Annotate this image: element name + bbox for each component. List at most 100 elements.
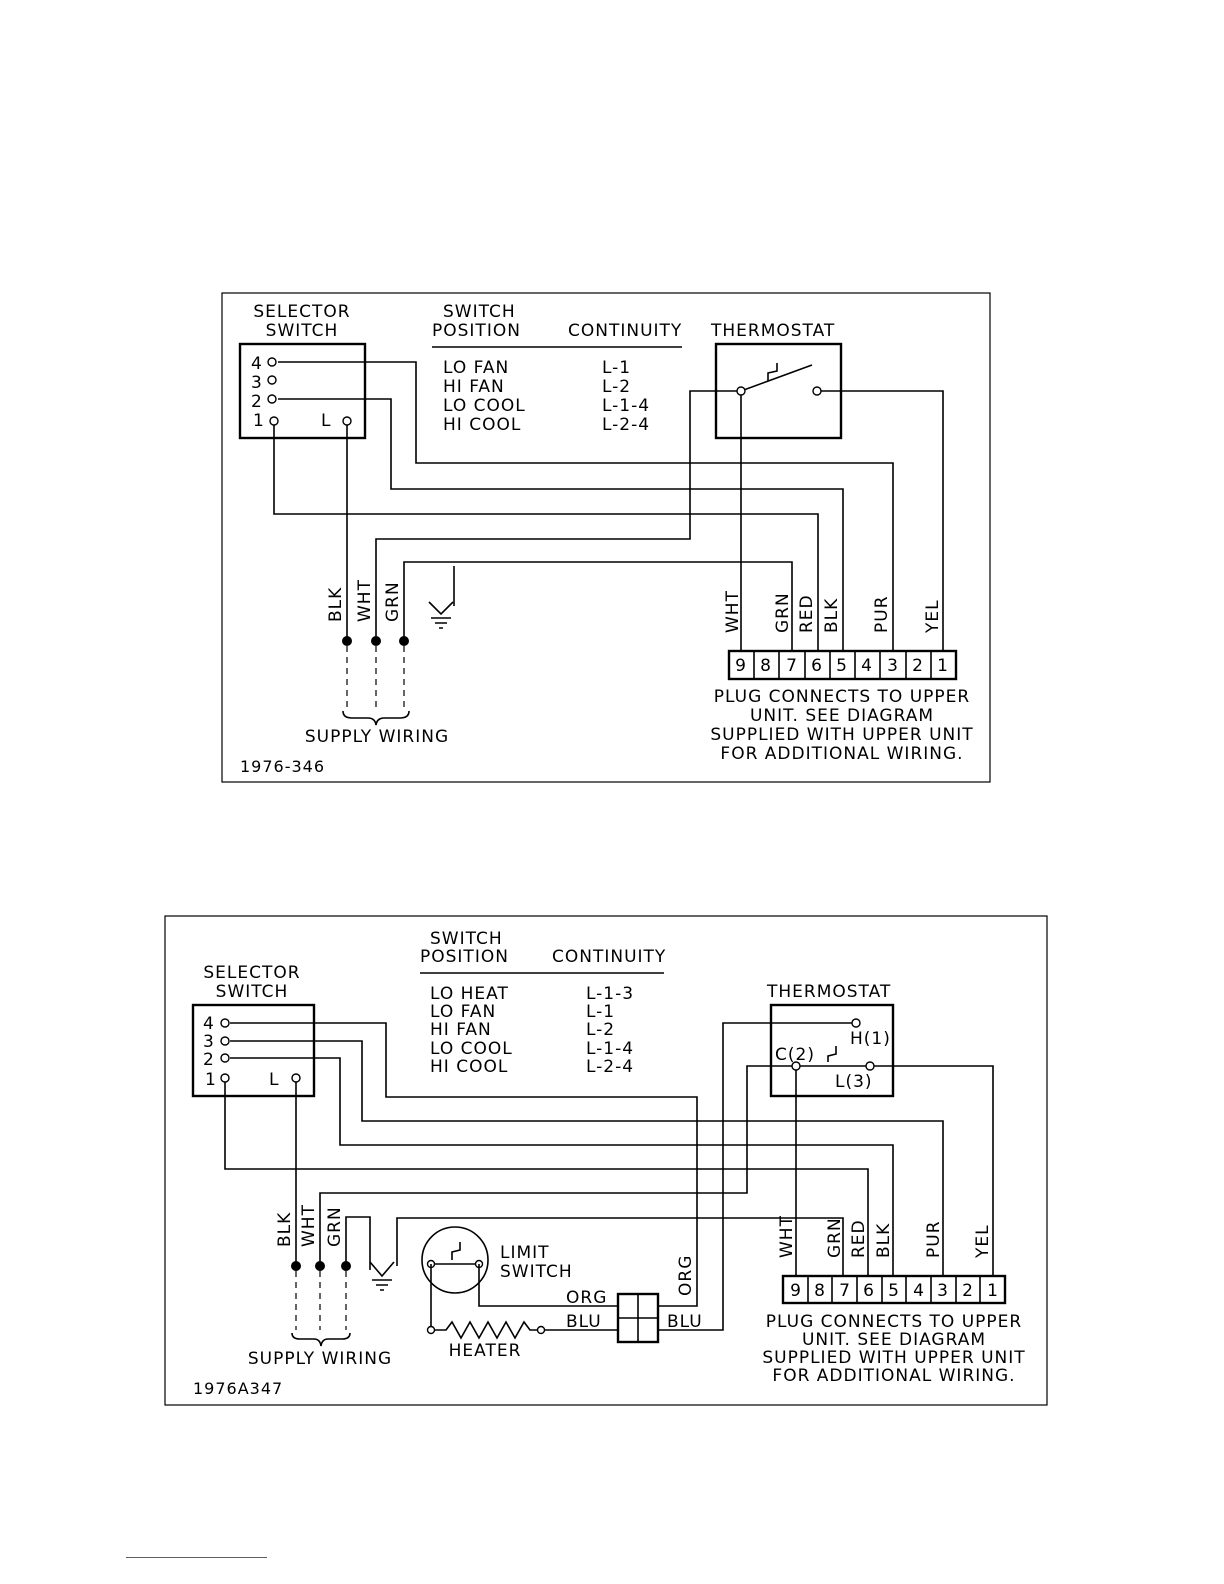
terminal-label: 4: [203, 1014, 215, 1034]
supply-connection-dot: [341, 1261, 351, 1271]
thermostat-terminal-h: [851, 1018, 861, 1028]
plug-wire-label: GRN: [773, 592, 793, 633]
table-header: CONTINUITY: [568, 321, 682, 341]
terminal-l: [342, 416, 352, 426]
plug-wire-label: BLK: [874, 1223, 894, 1258]
table-continuity: L-1-4: [602, 396, 650, 416]
supply-connection-dot: [342, 636, 352, 646]
supply-wiring-label: SUPPLY WIRING: [305, 727, 449, 747]
terminal-1: [269, 416, 279, 426]
terminal-l: [291, 1073, 301, 1083]
plug-connector: [727, 649, 958, 681]
table-continuity: L-1-3: [586, 984, 634, 1004]
wire-label-grn: GRN: [325, 1206, 345, 1247]
terminal-1: [220, 1073, 230, 1083]
table-continuity: L-1: [586, 1002, 615, 1022]
plug-pin: 5: [888, 1281, 900, 1301]
supply-brace: [291, 1332, 351, 1347]
selector-switch-title: SWITCH: [266, 321, 339, 341]
supply-connection-dot: [315, 1261, 325, 1271]
thermostat-terminal: [812, 386, 822, 396]
supply-connection-dot: [371, 636, 381, 646]
drawing-id: 1976A347: [193, 1379, 283, 1398]
plug-note: SUPPLIED WITH UPPER UNIT: [710, 725, 973, 745]
terminal-label: 3: [251, 373, 263, 393]
terminal-label: 2: [251, 392, 263, 412]
heater-wire-label: ORG: [676, 1255, 696, 1296]
table-header: POSITION: [432, 321, 521, 341]
drawing-id: 1976-346: [240, 757, 325, 776]
thermostat-terminal: [736, 386, 746, 396]
wire-label-blk: BLK: [275, 1212, 295, 1247]
ground-icon: [369, 1261, 395, 1291]
plug-wire-label: GRN: [825, 1217, 845, 1258]
plug-pin: 6: [811, 656, 823, 676]
table-continuity: L-1: [602, 358, 631, 378]
limit-switch-label: SWITCH: [500, 1262, 573, 1282]
plug-pin: 4: [913, 1281, 925, 1301]
plug-pin: 3: [937, 1281, 949, 1301]
terminal-4: [267, 357, 277, 367]
table-position: LO HEAT: [430, 984, 509, 1004]
diagram-2-frame: [164, 915, 1048, 1406]
plug-wire-label: WHT: [723, 590, 743, 633]
plug-note: PLUG CONNECTS TO UPPER: [714, 687, 970, 707]
heater-connector: [616, 1292, 660, 1344]
wire-label-blk: BLK: [326, 587, 346, 622]
thermostat-title: THERMOSTAT: [710, 321, 835, 341]
plug-pin: 9: [735, 656, 747, 676]
plug-pin: 7: [839, 1281, 851, 1301]
thermostat-terminal-l: [865, 1061, 875, 1071]
supply-wiring-label: SUPPLY WIRING: [248, 1349, 392, 1369]
plug-pin: 1: [987, 1281, 999, 1301]
selector-switch-title: SELECTOR: [253, 302, 350, 322]
table-position: LO FAN: [443, 358, 509, 378]
plug-pin: 5: [836, 656, 848, 676]
plug-note: UNIT. SEE DIAGRAM: [802, 1330, 986, 1350]
plug-pin: 4: [861, 656, 873, 676]
limit-switch-label: LIMIT: [500, 1243, 550, 1263]
supply-brace: [342, 710, 410, 726]
limit-switch-bimetal-icon: [451, 1242, 461, 1260]
table-position: LO FAN: [430, 1002, 496, 1022]
terminal-4: [220, 1018, 230, 1028]
heater-label: HEATER: [449, 1341, 522, 1361]
thermostat-terminal-c: [791, 1061, 801, 1071]
plug-pin: 3: [887, 656, 899, 676]
terminal-label: 2: [203, 1050, 215, 1070]
terminal-label: L: [321, 411, 331, 431]
heater-element: [426, 1320, 618, 1340]
selector-switch-title: SWITCH: [216, 982, 289, 1002]
terminal-label: 4: [251, 354, 263, 374]
terminal-2: [220, 1053, 230, 1063]
table-continuity: L-2: [602, 377, 631, 397]
terminal-label: 1: [253, 411, 265, 431]
table-continuity: L-2: [586, 1020, 615, 1040]
selector-switch-box: [238, 342, 367, 440]
plug-note: FOR ADDITIONAL WIRING.: [720, 744, 963, 764]
wiring-diagram-1: SELECTOR SWITCH 4 3 2 1 L SWITCH POSITIO…: [221, 292, 991, 783]
table-position: HI COOL: [443, 415, 521, 435]
plug-pin: 2: [962, 1281, 974, 1301]
plug-pin: 1: [937, 656, 949, 676]
terminal-label: 3: [203, 1032, 215, 1052]
plug-note: PLUG CONNECTS TO UPPER: [766, 1312, 1022, 1332]
thermostat-terminal-label: C(2): [775, 1045, 815, 1065]
thermostat-bimetal-icon: [767, 363, 778, 381]
plug-wire-label: RED: [849, 1219, 869, 1258]
diagram-1-frame: [221, 292, 991, 783]
diagram-1-wires: [273, 361, 944, 651]
table-position: HI FAN: [443, 377, 505, 397]
plug-note: UNIT. SEE DIAGRAM: [750, 706, 934, 726]
plug-wire-label: BLK: [822, 598, 842, 633]
table-header: SWITCH: [430, 929, 503, 949]
plug-connector: [781, 1274, 1007, 1305]
heater-wire-label: BLU: [667, 1312, 703, 1332]
terminal-3: [220, 1036, 230, 1046]
thermostat-contact: [740, 364, 813, 392]
heater-wire-label: ORG: [566, 1288, 607, 1308]
thermostat-box: [769, 1003, 895, 1098]
thermostat-terminal-label: L(3): [835, 1072, 873, 1092]
table-header: POSITION: [420, 947, 509, 967]
